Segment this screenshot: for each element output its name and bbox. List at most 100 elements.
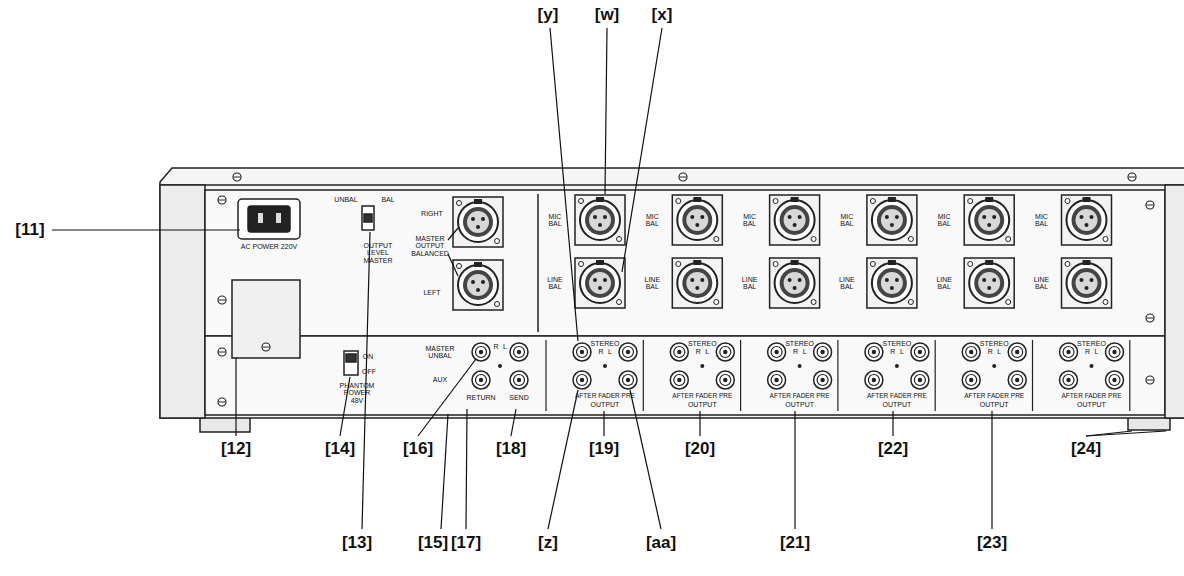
xlr-pin <box>793 286 797 290</box>
ground-dot <box>498 364 502 368</box>
panel-label: L <box>705 348 709 355</box>
left-ear <box>160 185 205 418</box>
rca-pin <box>1112 378 1116 382</box>
rca-jack <box>619 371 637 389</box>
rca-jack <box>1060 343 1078 361</box>
ground-dot <box>895 364 899 368</box>
rca-ring <box>1012 375 1023 386</box>
xlr-latch <box>985 260 993 265</box>
xlr-pin <box>598 286 602 290</box>
xlr-face <box>686 272 708 294</box>
xlr-flange <box>575 195 625 245</box>
rca-jack <box>1106 371 1124 389</box>
lower-divider <box>545 340 546 411</box>
rca-pin <box>969 378 973 382</box>
xlr-hole <box>908 300 913 305</box>
xlr-hole <box>1006 300 1011 305</box>
xlr-pin <box>992 215 996 219</box>
xlr-pin <box>798 215 802 219</box>
leader-line <box>548 390 578 529</box>
panel-label: MASTER UNBAL <box>425 345 455 360</box>
xlr-flange <box>453 260 503 310</box>
xlr-pin <box>987 223 991 227</box>
xlr-ring <box>969 200 1009 240</box>
panel-label: LINE BAL <box>546 276 564 291</box>
xlr-body <box>682 205 712 235</box>
rca-ring <box>674 375 685 386</box>
xlr-pin <box>1085 286 1089 290</box>
xlr-flange <box>575 258 625 308</box>
xlr-latch <box>791 197 799 202</box>
screw-slot <box>219 352 225 353</box>
xlr-face <box>686 209 708 231</box>
screw <box>1146 376 1154 384</box>
xlr-body <box>780 205 810 235</box>
xlr-pin <box>471 217 475 221</box>
screw-slot <box>219 300 225 301</box>
ground-dot <box>798 364 802 368</box>
xlr-body <box>1072 268 1102 298</box>
panel-label: AFTER FADER PRE <box>770 393 830 400</box>
screw-slot <box>1147 205 1153 206</box>
panel-label: STEREO <box>882 340 911 347</box>
rca-ring <box>914 375 925 386</box>
panel-label: LINE BAL <box>838 276 856 291</box>
screw <box>218 398 226 406</box>
xlr-hole <box>968 199 973 204</box>
xlr-hole <box>1065 199 1070 204</box>
xlr-hole <box>457 264 462 269</box>
xlr-pin <box>1090 215 1094 219</box>
xlr-ring <box>872 200 912 240</box>
rca-jack <box>573 371 591 389</box>
xlr-hole <box>457 201 462 206</box>
rca-pin <box>918 350 922 354</box>
rca-pin <box>969 350 973 354</box>
xlr-hole <box>714 300 719 305</box>
ac-pin <box>276 213 281 223</box>
panel-label: MIC BAL <box>838 213 856 228</box>
connectors-group <box>218 173 1154 411</box>
xlr-pin <box>890 286 894 290</box>
rca-pin <box>820 350 824 354</box>
xlr-face <box>784 209 806 231</box>
rca-ring <box>966 347 977 358</box>
rca-ring <box>966 375 977 386</box>
xlr-pin <box>885 278 889 282</box>
xlr-ring <box>458 202 498 242</box>
xlr-body <box>585 268 615 298</box>
xlr-ring <box>677 200 717 240</box>
lower-divider <box>643 340 644 411</box>
panel-label: OUTPUT <box>980 401 1009 408</box>
level-switch-slider <box>364 214 372 222</box>
rca-pin <box>1066 378 1070 382</box>
screw <box>262 343 270 351</box>
rca-pin <box>774 378 778 382</box>
xlr-flange <box>672 195 722 245</box>
panel-label: STEREO <box>688 340 717 347</box>
callout-number: [12] <box>221 440 251 458</box>
rca-ring <box>577 347 588 358</box>
xlr-hole <box>870 199 875 204</box>
screw <box>218 196 226 204</box>
xlr-face <box>1076 272 1098 294</box>
callout-number: [w] <box>595 6 620 24</box>
rca-pin <box>918 378 922 382</box>
rca-jack <box>911 371 929 389</box>
xlr-hole <box>676 199 681 204</box>
callout-number: [14] <box>325 440 355 458</box>
panel-label: R <box>598 348 603 355</box>
rca-jack <box>865 343 883 361</box>
rca-pin <box>517 350 521 354</box>
lower-plate <box>205 336 1165 415</box>
ac-pin <box>258 213 263 223</box>
panel-label: MASTER OUTPUT BALANCED <box>411 235 449 257</box>
xlr-hole <box>773 262 778 267</box>
xlr-body <box>1072 205 1102 235</box>
rca-pin <box>479 350 483 354</box>
xlr-pin <box>982 278 986 282</box>
screw <box>233 173 241 181</box>
rca-ring <box>817 375 828 386</box>
rca-pin <box>677 378 681 382</box>
xlr-flange <box>964 258 1014 308</box>
xlr-hole <box>579 199 584 204</box>
